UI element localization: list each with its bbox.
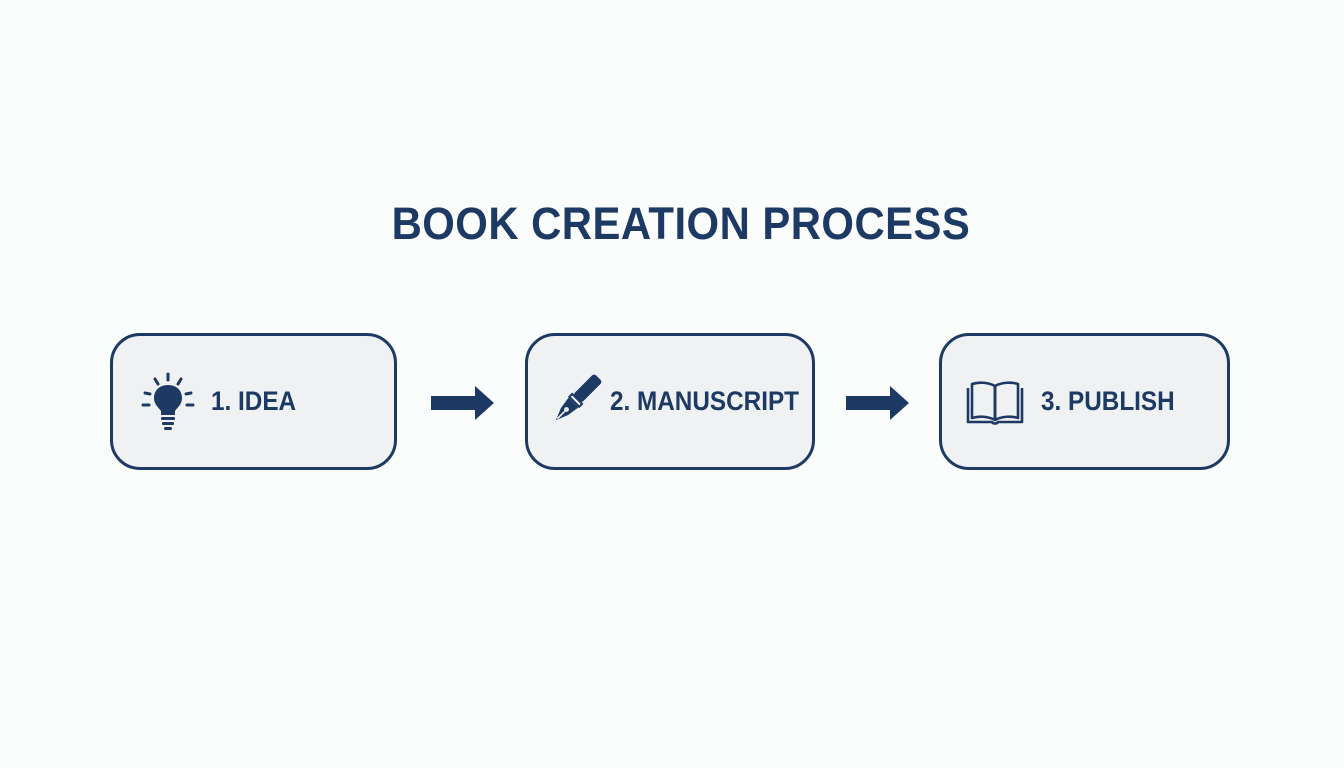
step-manuscript: 2. MANUSCRIPT: [525, 333, 815, 470]
arrow-right-icon: [846, 383, 910, 423]
lightbulb-icon: [135, 368, 201, 434]
diagram-title: BOOK CREATION PROCESS: [391, 198, 971, 249]
step-idea: 1. IDEA: [110, 333, 397, 470]
step-label: 3. PUBLISH: [1041, 386, 1175, 416]
step-label: 1. IDEA: [211, 386, 297, 416]
fountain-pen-icon: [542, 368, 608, 434]
arrow-right-icon: [431, 383, 495, 423]
step-label: 2. MANUSCRIPT: [610, 386, 800, 416]
step-publish: 3. PUBLISH: [939, 333, 1230, 470]
open-book-icon: [962, 368, 1028, 434]
